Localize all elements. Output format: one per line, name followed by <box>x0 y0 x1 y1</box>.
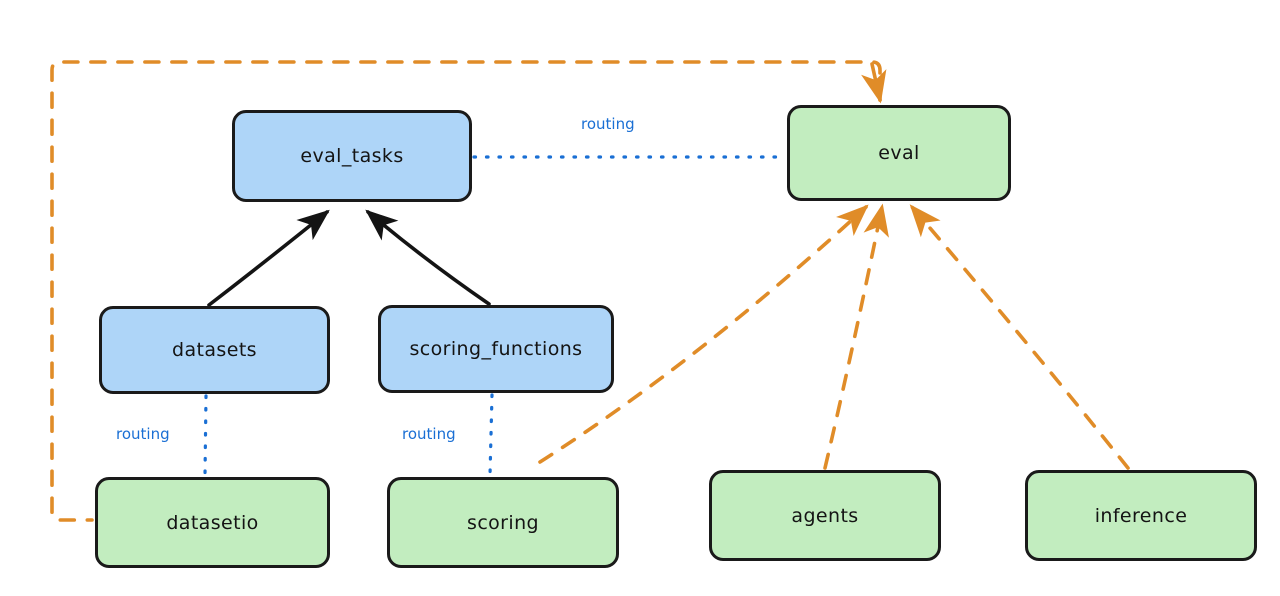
node-eval-label: eval <box>878 142 920 164</box>
edge-scoring-functions-to-eval-tasks <box>365 209 491 306</box>
edge-routing-scoring-functions-to-scoring <box>488 393 494 477</box>
node-scoring-label: scoring <box>467 511 539 534</box>
node-datasetio-label: datasetio <box>166 511 259 534</box>
node-inference-label: inference <box>1094 504 1188 527</box>
node-agents-label: agents <box>791 504 859 527</box>
edge-eval-to-datasetio <box>50 60 887 522</box>
edge-label-routing-eval: routing <box>578 115 638 133</box>
node-datasets[interactable]: datasets <box>99 306 330 394</box>
edge-inference-to-eval <box>909 204 1130 470</box>
node-scoring-functions-label: scoring_functions <box>409 338 583 360</box>
node-datasets-label: datasets <box>172 339 257 361</box>
node-eval-tasks-label: eval_tasks <box>300 145 404 167</box>
node-scoring[interactable]: scoring <box>387 477 619 568</box>
edge-agents-to-eval <box>823 203 889 470</box>
node-inference[interactable]: inference <box>1025 470 1257 561</box>
node-agents[interactable]: agents <box>709 470 941 561</box>
node-scoring-functions[interactable]: scoring_functions <box>378 305 614 393</box>
edge-datasets-to-eval-tasks <box>207 209 330 307</box>
node-eval-tasks[interactable]: eval_tasks <box>232 110 472 202</box>
node-datasetio[interactable]: datasetio <box>95 477 330 568</box>
edge-label-routing-datasetio: routing <box>113 425 173 443</box>
edge-label-routing-scoring: routing <box>399 425 459 443</box>
edge-scoring-to-eval <box>538 204 869 464</box>
edge-routing-datasets-to-datasetio <box>203 394 208 477</box>
node-eval[interactable]: eval <box>787 105 1011 201</box>
